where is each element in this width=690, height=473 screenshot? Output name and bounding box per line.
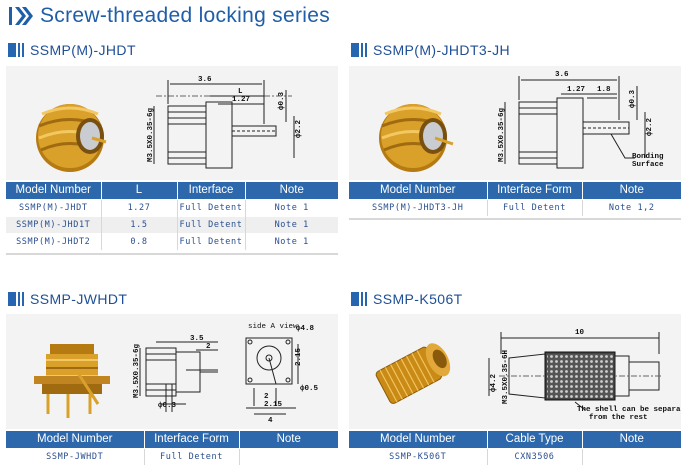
product-image-panel-jhdt: 3.6 L 1.27 ф0.3 ф2.2 M3.5X0.35-6g (6, 66, 338, 180)
col-header: Model Number (6, 182, 102, 199)
dim-05-label: ф0.5 (300, 385, 319, 393)
dim-48-label: ф4.8 (296, 325, 315, 333)
dim-2b-label: 2 (264, 393, 269, 401)
col-header: Note (245, 182, 338, 199)
table-row: SSMP-JWHDT Full Detent (6, 447, 338, 465)
connector-photo-jhdt (36, 104, 107, 172)
thread-label: M3.5X0.35-6g (147, 107, 155, 162)
col-header: Model Number (349, 431, 488, 448)
table-row: SSMP(M)-JHD1T 1.5 Full Detent Note 1 (6, 215, 338, 233)
dim-l-label: L (238, 88, 243, 96)
dim-10-label: 10 (575, 329, 585, 337)
col-header: Model Number (6, 431, 145, 448)
table-header-row: Model Number Interface Form Note (6, 431, 338, 448)
col-header: Interface Form (144, 431, 240, 448)
shell-note-label: The shell can be separated (577, 406, 681, 414)
thread-label: M3.5X0.35-6g (498, 107, 506, 162)
page-title-text: Screw-threaded locking series (40, 4, 330, 27)
bar-marker-icon (351, 43, 367, 57)
dim-total-label: 3.6 (555, 71, 569, 79)
table-row: SSMP(M)-JHDT3-JH Full Detent Note 1,2 (349, 198, 681, 216)
table-header-row: Model Number L Interface Note (6, 182, 338, 199)
section-heading-k506t: SSMP-K506T (351, 291, 463, 307)
spec-table-k506t: Model Number Cable Type Note SSMP-K506T … (349, 431, 681, 465)
dim-03-label: ф0.3 (278, 91, 286, 110)
table-header-row: Model Number Interface Form Note (349, 182, 681, 199)
dim-03-label: ф0.3 (629, 89, 637, 108)
double-chevron-icon (9, 7, 33, 25)
connector-photo-jhdt3 (379, 104, 454, 172)
spec-table-jhdt: Model Number L Interface Note SSMP(M)-JH… (6, 182, 338, 250)
bar-marker-icon (8, 292, 24, 306)
table-shadow (6, 253, 338, 255)
thread-label: M3.5X0.35-6H (502, 350, 510, 404)
dim-18-label: 1.8 (597, 86, 611, 94)
dim-215a-label: 2.15 (295, 347, 303, 366)
dim-127-label: 1.27 (567, 86, 585, 94)
col-header: Note (582, 182, 681, 199)
technical-drawing-jwhdt (139, 337, 299, 415)
table-shadow (349, 218, 681, 220)
connector-photo-jwhdt (34, 344, 110, 418)
shell-note-label-2: from the rest (589, 414, 648, 422)
dim-2-label: 2 (206, 343, 211, 351)
dim-127-label: 1.27 (232, 96, 250, 104)
bar-marker-icon (8, 43, 24, 57)
connector-photo-k506t (375, 343, 451, 404)
bonding-label: Bonding (632, 153, 664, 161)
col-header: Cable Type (487, 431, 583, 448)
dim-22-label: ф2.2 (646, 117, 654, 136)
product-image-panel-k506t: 10 ф4.2 M3.5X0.35-6H The shell can be se… (349, 314, 681, 429)
dim-42-label: ф4.2 (490, 373, 498, 392)
technical-drawing-jhdt3 (504, 76, 646, 169)
col-header: Note (582, 431, 681, 448)
side-view-label: side A view (248, 323, 298, 331)
dim-total-label: 3.6 (198, 76, 212, 84)
dim-215b-label: 2.15 (264, 401, 283, 409)
col-header: L (101, 182, 178, 199)
page-title: Screw-threaded locking series (8, 4, 330, 28)
table-header-row: Model Number Cable Type Note (349, 431, 681, 448)
dim-35-label: 3.5 (190, 335, 204, 343)
section-heading-jhdt: SSMP(M)-JHDT (8, 42, 136, 58)
surface-label: Surface (632, 161, 664, 169)
spec-table-jwhdt: Model Number Interface Form Note SSMP-JW… (6, 431, 338, 465)
table-row: SSMP(M)-JHDT2 0.8 Full Detent Note 1 (6, 232, 338, 250)
spec-table-jhdt3: Model Number Interface Form Note SSMP(M)… (349, 182, 681, 216)
col-header: Model Number (349, 182, 488, 199)
table-row: SSMP-K506T CXN3506 (349, 447, 681, 465)
table-row: SSMP(M)-JHDT 1.27 Full Detent Note 1 (6, 198, 338, 216)
product-image-panel-jwhdt: 3.5 2 ф0.3 M3.5X0.35-6g side A view ф4.8… (6, 314, 338, 429)
dim-22-label: ф2.2 (295, 119, 303, 138)
section-heading-jwhdt: SSMP-JWHDT (8, 291, 127, 307)
col-header: Interface Form (487, 182, 583, 199)
thread-label: M3.5X0.35-6g (133, 343, 141, 398)
col-header: Note (239, 431, 338, 448)
col-header: Interface (177, 182, 246, 199)
technical-drawing-jhdt (153, 80, 295, 169)
bar-marker-icon (351, 292, 367, 306)
section-heading-jhdt3: SSMP(M)-JHDT3-JH (351, 42, 510, 58)
dim-4-label: 4 (268, 417, 273, 425)
dim-03-label: ф0.3 (158, 402, 177, 410)
product-image-panel-jhdt3: 3.6 1.27 1.8 ф0.3 ф2.2 M3.5X0.35-6g Bond… (349, 66, 681, 180)
